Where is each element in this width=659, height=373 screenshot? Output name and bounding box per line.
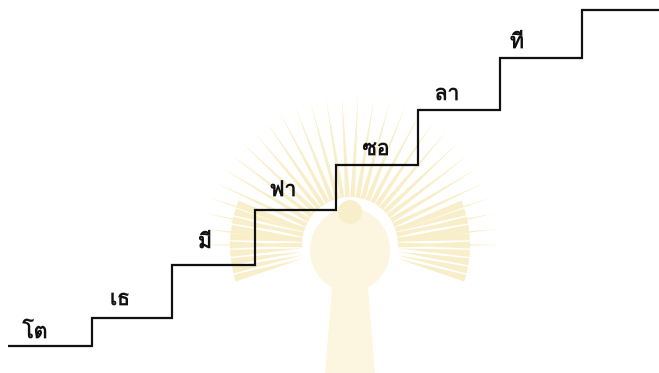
- step-label-3: มี: [198, 229, 212, 253]
- watermark-ray: [350, 95, 358, 197]
- watermark-ray: [342, 95, 350, 197]
- watermark-ray: [398, 241, 470, 248]
- step-label-5: ซอ: [363, 136, 390, 160]
- step-label-7: ที: [510, 29, 524, 53]
- step-label-4: ฟา: [270, 177, 297, 201]
- emblem-watermark-icon: [200, 95, 500, 373]
- step-label-2: เธ: [110, 286, 130, 310]
- step-label-1: โต: [22, 318, 48, 343]
- step-label-6: ลา: [435, 81, 460, 105]
- watermark-ray: [230, 241, 302, 248]
